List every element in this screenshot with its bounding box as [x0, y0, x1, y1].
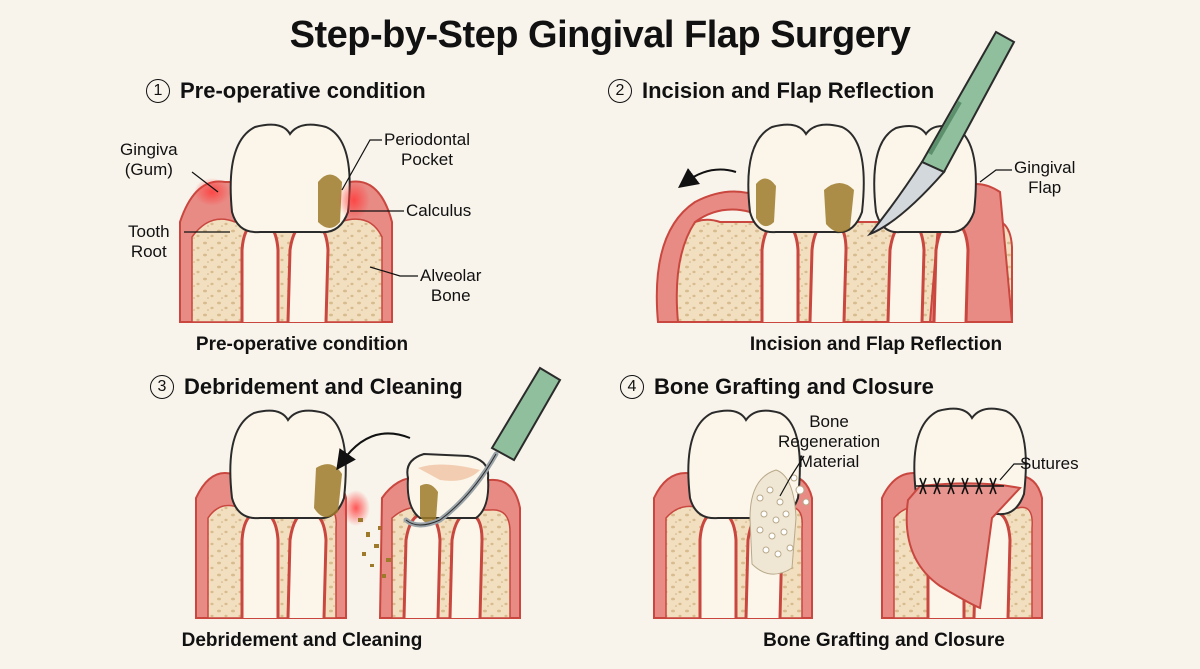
- step-number: 2: [608, 79, 632, 103]
- heading-text: Incision and Flap Reflection: [642, 78, 935, 103]
- scalpel-icon: [866, 30, 1016, 237]
- curette-icon: [403, 366, 562, 528]
- panel-caption: Pre-operative condition: [195, 334, 409, 355]
- panel-heading: 1 Pre-operative condition: [146, 78, 426, 104]
- panel-incision: 2 Incision and Flap Reflection Gingival: [600, 30, 1180, 372]
- step-number: 4: [620, 375, 644, 399]
- debridement-illustration: [195, 366, 562, 619]
- panel-caption: Bone Grafting and Closure: [763, 630, 1005, 651]
- page-title: Step-by-Step Gingival Flap Surgery: [289, 14, 911, 56]
- step-number: 3: [150, 375, 174, 399]
- heading-text: Bone Grafting and Closure: [654, 374, 934, 399]
- label-gingiva: Gingiva (Gum): [120, 140, 178, 179]
- step-number: 1: [146, 79, 170, 103]
- label-tooth-root: Tooth Root: [128, 222, 170, 261]
- label-alveolar-bone: Alveolar Bone: [420, 266, 482, 305]
- panel-caption: Incision and Flap Reflection: [749, 334, 1003, 355]
- heading-text: Debridement and Cleaning: [184, 374, 463, 399]
- grafting-illustration: [653, 407, 1043, 619]
- label-sutures: Sutures: [1020, 454, 1079, 473]
- label-periodontal-pocket: Periodontal Pocket: [384, 130, 471, 169]
- panel-heading: 4 Bone Grafting and Closure: [620, 374, 934, 400]
- heading-text: Pre-operative condition: [180, 78, 426, 103]
- panel-heading: 2 Incision and Flap Reflection: [608, 78, 934, 104]
- panel-debridement: 3 Debridement and Cleaning: [20, 366, 600, 668]
- panel-grafting: 4 Bone Grafting and Closure: [600, 368, 1180, 668]
- label-bone-regeneration-material: Bone Regeneration Material: [778, 412, 881, 471]
- label-gingival-flap: Gingival Flap: [1014, 158, 1076, 197]
- incision-illustration: [655, 30, 1016, 323]
- label-calculus: Calculus: [406, 201, 472, 220]
- panel-caption: Debridement and Cleaning: [181, 630, 423, 651]
- panel-preoperative: 1 Pre-operative condition Gingiva (Gum) …: [20, 72, 600, 372]
- panel-heading: 3 Debridement and Cleaning: [150, 374, 463, 400]
- preoperative-illustration: [179, 123, 418, 323]
